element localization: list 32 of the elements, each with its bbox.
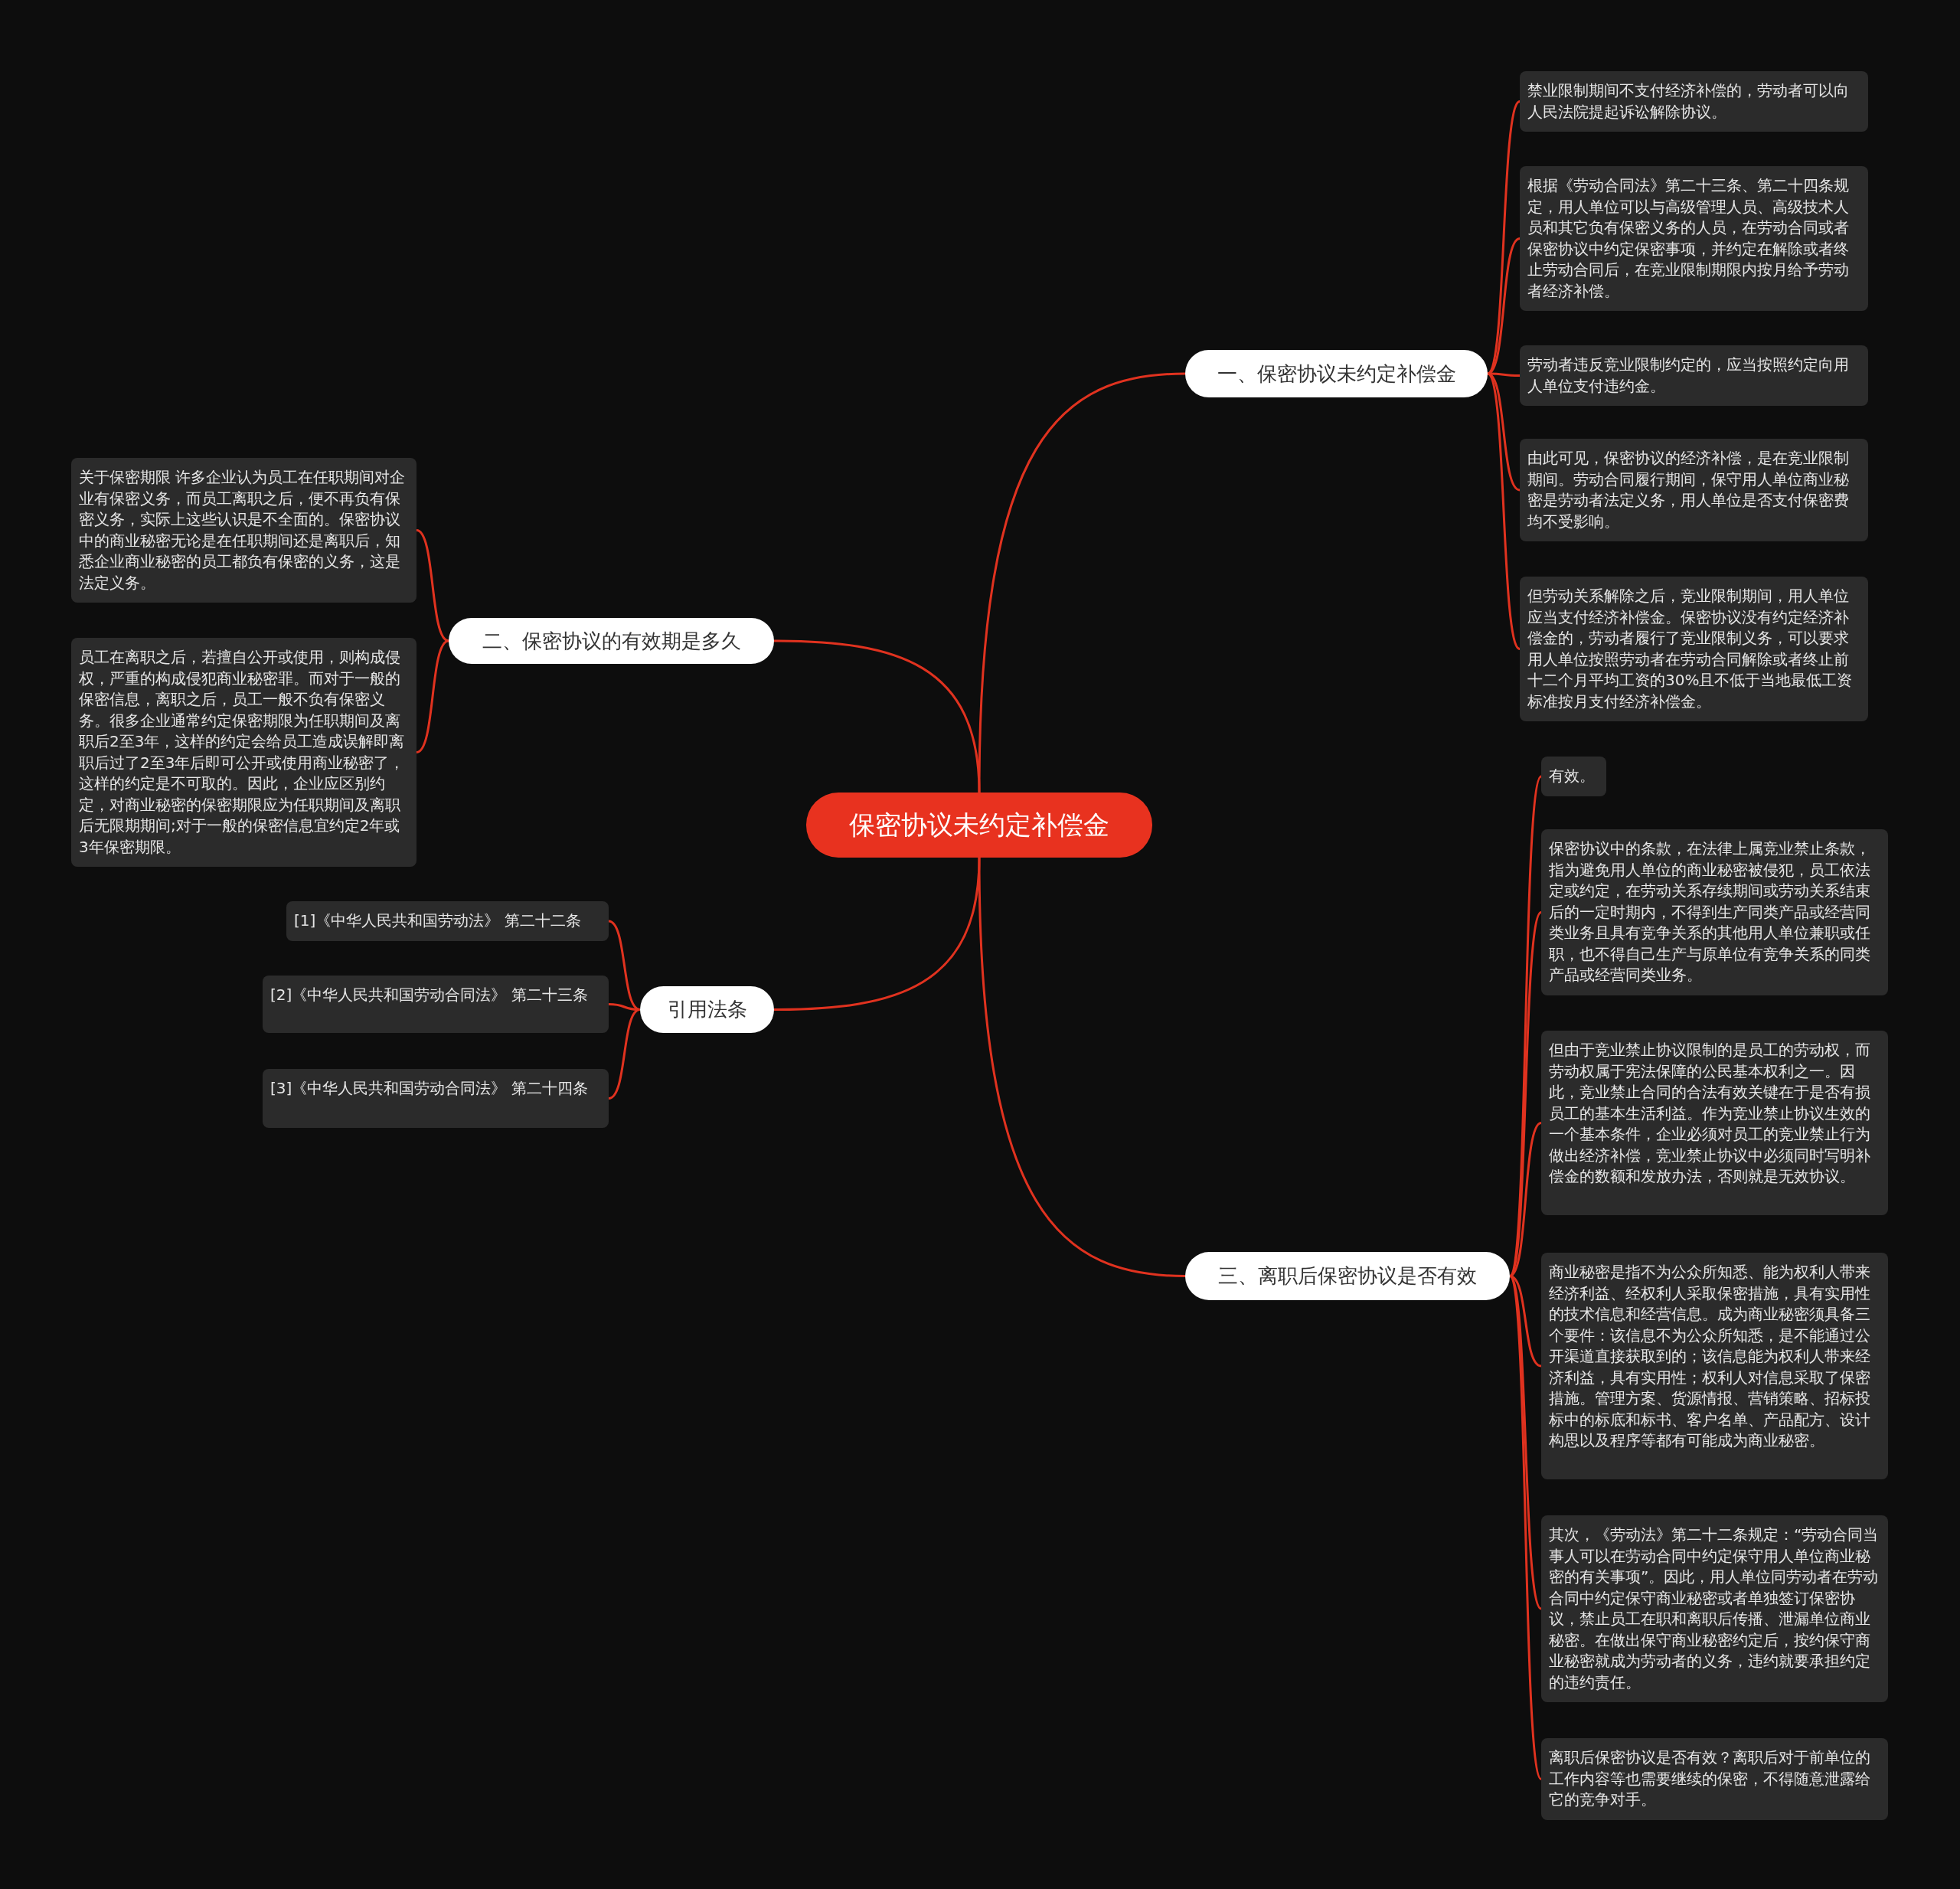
branch-topic: 引用法条 bbox=[640, 986, 774, 1033]
note-card: 员工在离职之后，若擅自公开或使用，则构成侵权，严重的构成侵犯商业秘密罪。而对于一般的保密信息，离职之后，员工一般不负有保密义务。很多企业通常约定保密期限为任职期间及离职后2至3年，这样的约定会给员工造成误解即离职后过了2至3年后即可公开或使用商业秘密了，这样的约定是不可取的。因此，企业应区别约定，对商业秘密的保密期限应为任职期间及离职后无限期期间;对于一般的保密信息宜约定2年或3年保密期限。 bbox=[71, 638, 416, 867]
connector-line bbox=[978, 857, 1186, 1277]
branch-topic: 二、保密协议的有效期是多久 bbox=[449, 618, 774, 664]
connector-line bbox=[1508, 911, 1543, 1277]
note-card: 但由于竞业禁止协议限制的是员工的劳动权，而劳动权属于宪法保障的公民基本权利之一。因此，竞业禁止合同的合法有效关键在于是否有损员工的基本生活利益。作为竞业禁止协议生效的一个基本条件，企业必须对员工的竞业禁止行为做出经济补偿，竞业禁止协议中必须同时写明补偿金的数额和发放办法，否则就是无效协议。 bbox=[1541, 1031, 1888, 1215]
note-card: 但劳动关系解除之后，竞业限制期间，用人单位应当支付经济补偿金。保密协议没有约定经济补偿金的，劳动者履行了竞业限制义务，可以要求用人单位按照劳动者在劳动合同解除或者终止前十二个月平均工资的30%且不低于当地最低工资标准按月支付经济补偿金。 bbox=[1520, 577, 1868, 721]
note-card: 其次，《劳动法》第二十二条规定：“劳动合同当事人可以在劳动合同中约定保守用人单位商业秘密的有关事项”。因此，用人单位同劳动者在劳动合同中约定保守商业秘密或者单独签订保密协议，禁止员工在职和离职后传播、泄漏单位商业秘密。在做出保守商业秘密约定后，按约保守商业秘密就成为劳动者的义务，违约就要承担约定的违约责任。 bbox=[1541, 1515, 1888, 1702]
connector-line bbox=[978, 372, 1186, 793]
note-card: 禁业限制期间不支付经济补偿的，劳动者可以向人民法院提起诉讼解除协议。 bbox=[1520, 71, 1868, 132]
note-card: 关于保密期限 许多企业认为员工在任职期间对企业有保密义务，而员工离职之后，便不再负有保密义务，实际上这些认识是不全面的。保密协议中的商业秘密无论是在任职期间还是离职后，知悉企业商业秘密的员工都负有保密的义务，这是法定义务。 bbox=[71, 458, 416, 603]
branch-topic: 三、离职后保密协议是否有效 bbox=[1185, 1252, 1510, 1300]
connector-line bbox=[608, 920, 641, 1011]
note-card: 由此可见，保密协议的经济补偿，是在竞业限制期间。劳动合同履行期间，保守用人单位商业秘密是劳动者法定义务，用人单位是否支付保密费均不受影响。 bbox=[1520, 439, 1868, 541]
connector-line bbox=[773, 639, 981, 793]
note-card: 保密协议中的条款，在法律上属竞业禁止条款，指为避免用人单位的商业秘密被侵犯，员工依法定或约定，在劳动关系存续期间或劳动关系结束后的一定时期内，不得到生产同类产品或经营同类业务且具有竞争关系的其他用人单位兼职或任职，也不得自己生产与原单位有竞争关系的同类产品或经营同类业务。 bbox=[1541, 829, 1888, 995]
connector-line bbox=[773, 857, 981, 1011]
connector-line bbox=[1508, 1275, 1543, 1780]
note-card: 劳动者违反竞业限制约定的，应当按照约定向用人单位支付违约金。 bbox=[1520, 345, 1868, 406]
note-card: 有效。 bbox=[1541, 757, 1606, 796]
citation-card: [3]《中华人民共和国劳动合同法》 第二十四条 bbox=[263, 1069, 609, 1128]
citation-card: [1]《中华人民共和国劳动法》 第二十二条 bbox=[286, 901, 609, 941]
connector-line bbox=[608, 1008, 641, 1100]
note-card: 商业秘密是指不为公众所知悉、能为权利人带来经济利益、经权利人采取保密措施，具有实用性的技术信息和经营信息。成为商业秘密须具备三个要件：该信息不为公众所知悉，是不能通过公开渠道直接获取到的；该信息能为权利人带来经济利益，具有实用性；权利人对信息采取了保密措施。管理方案、货源情报、营销策略、招标投标中的标底和标书、客户名单、产品配方、设计构思以及程序等都有可能成为商业秘密。 bbox=[1541, 1253, 1888, 1479]
connector-line bbox=[416, 529, 449, 642]
connector-line bbox=[416, 639, 449, 753]
central-topic: 保密协议未约定补偿金 bbox=[806, 793, 1152, 858]
connector-line bbox=[1486, 373, 1521, 650]
note-card: 根据《劳动合同法》第二十三条、第二十四条规定，用人单位可以与高级管理人员、高级技术人员和其它负有保密义务的人员，在劳动合同或者保密协议中约定保密事项，并约定在解除或者终止劳动合同后，在竞业限制期限内按月给予劳动者经济补偿。 bbox=[1520, 166, 1868, 311]
branch-topic: 一、保密协议未约定补偿金 bbox=[1185, 350, 1488, 397]
citation-card: [2]《中华人民共和国劳动合同法》 第二十三条 bbox=[263, 976, 609, 1033]
note-card: 离职后保密协议是否有效？离职后对于前单位的工作内容等也需要继续的保密，不得随意泄露给它的竞争对手。 bbox=[1541, 1738, 1888, 1820]
